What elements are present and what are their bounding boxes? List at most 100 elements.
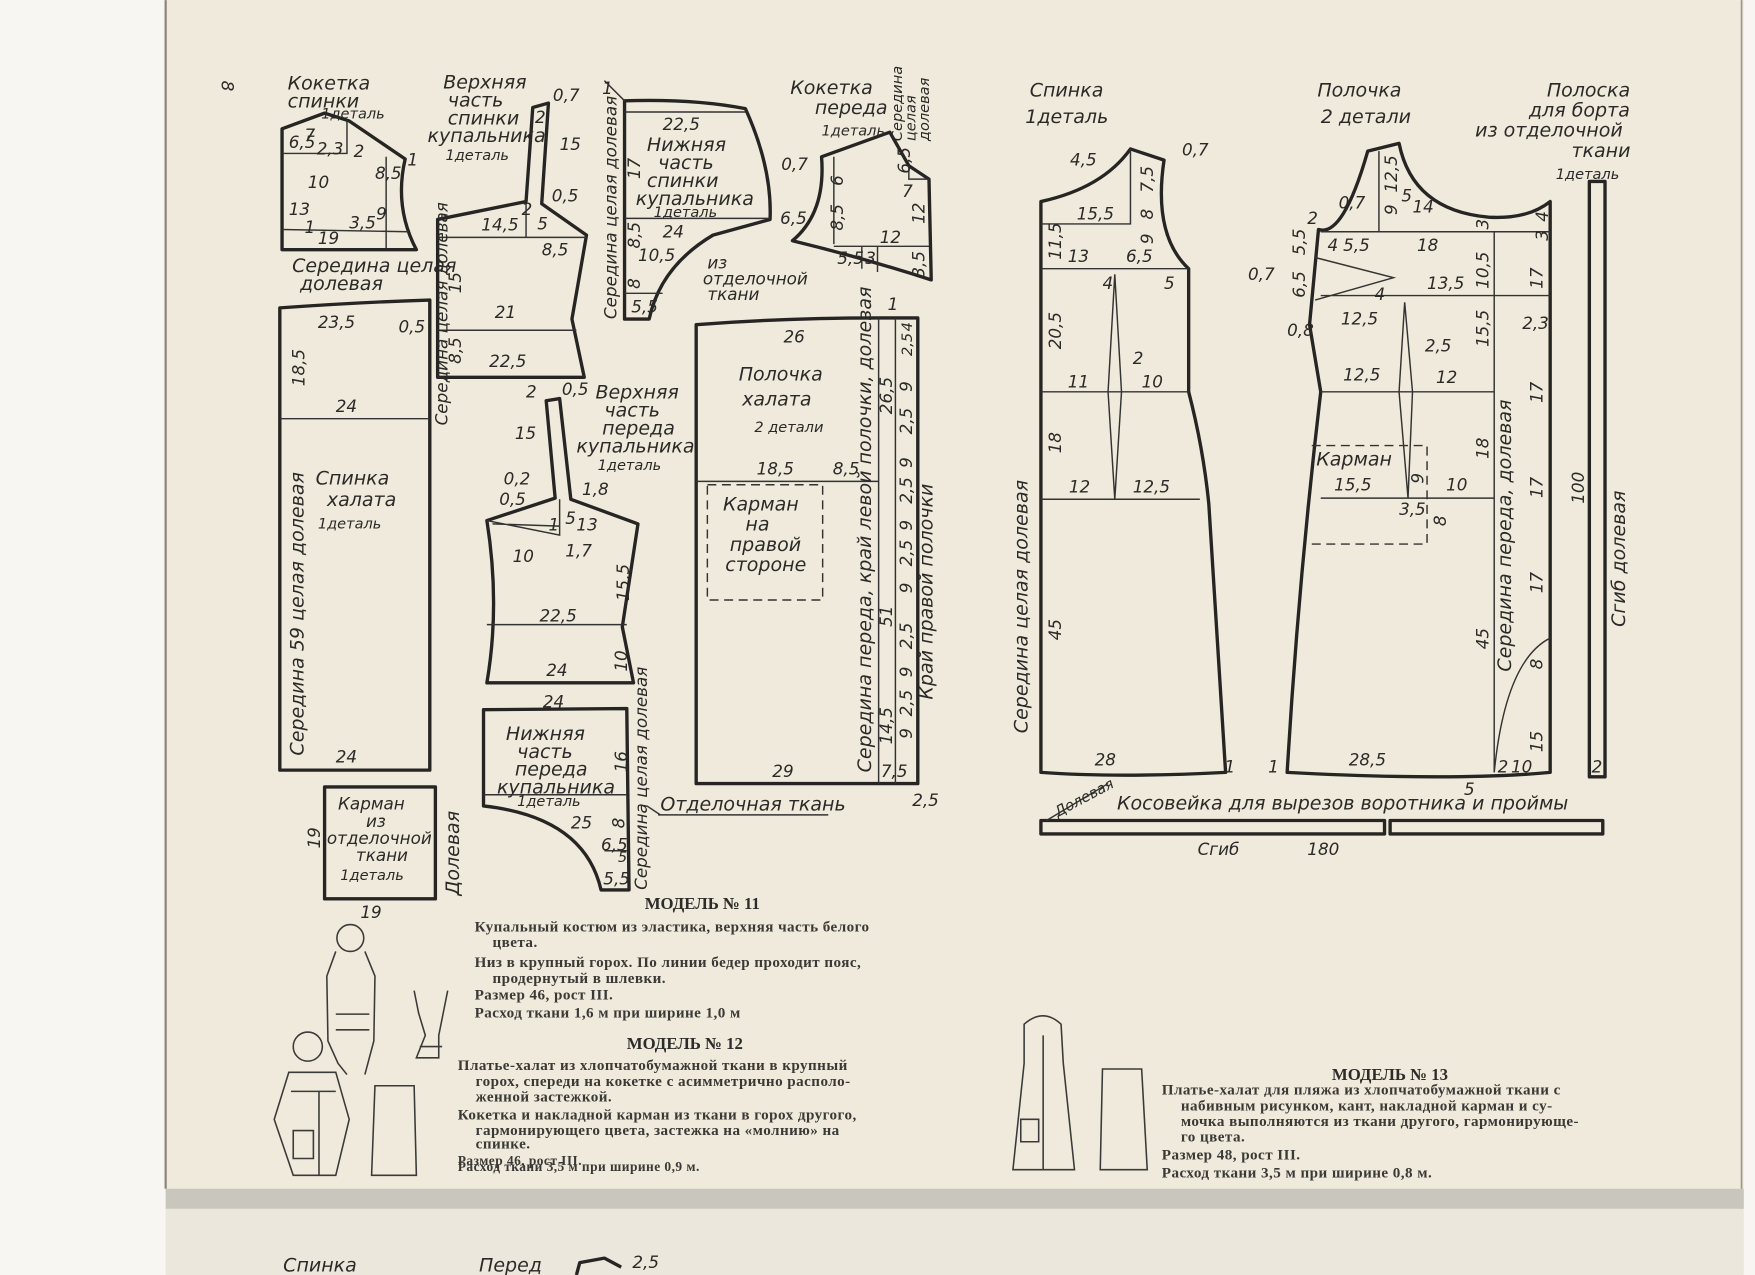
pattern-label: 5,5 — [631, 296, 658, 316]
pattern-label: Спинка — [1030, 79, 1104, 101]
pattern-label: 2 — [526, 381, 537, 401]
page-number: 8 — [218, 81, 238, 92]
pattern-label: из — [707, 253, 727, 273]
pattern-label: ткани — [1571, 140, 1630, 162]
pattern-label: правой — [730, 534, 801, 556]
pattern-label: 24 — [663, 221, 684, 241]
next-page — [165, 1208, 1744, 1275]
pattern-label: 2 детали — [754, 419, 823, 436]
pattern-label: Карман — [723, 493, 799, 515]
pattern-label: Середина целая — [292, 255, 456, 277]
pattern-label: 5 — [1464, 779, 1475, 799]
pattern-label: 1 — [602, 78, 613, 98]
pattern-label: 14,5 — [481, 215, 518, 235]
pattern-label: цвета. — [492, 935, 537, 951]
pattern-label: 0,7 — [1339, 192, 1366, 212]
pattern-label: 13 — [576, 515, 597, 535]
pattern-label: 2 — [1498, 756, 1509, 776]
pattern-label: 1деталь — [321, 106, 385, 123]
pattern-label: Верхняя — [443, 72, 526, 94]
pattern-label: Отделочная ткань — [660, 793, 845, 815]
pattern-label: 12,5 — [1341, 309, 1378, 329]
pattern-label: 7 — [902, 181, 913, 201]
pattern-label: ткани — [707, 284, 759, 304]
pattern-robe-front: 1 26 Полочка халата 2 детали 18,5 8,5 Ка… — [694, 287, 939, 810]
pattern-label: 1деталь — [654, 204, 718, 221]
pattern-label: Спинка — [316, 468, 390, 490]
pattern-label: 2,5 — [896, 690, 916, 717]
pattern-label: халата — [741, 388, 811, 410]
pattern-label: 11 — [1068, 371, 1089, 391]
pattern-label: Середина целая долевая — [631, 667, 651, 890]
pattern-label: 5 — [1164, 273, 1175, 293]
pattern-label: Кокетка и накладной карман из ткани в го… — [458, 1107, 857, 1123]
pattern-label: 1 — [1224, 756, 1235, 776]
pattern-label: 100 — [1568, 472, 1588, 504]
pattern-label: Середина переда, долевая — [1494, 400, 1516, 672]
pattern-label: 8,5 — [827, 204, 847, 231]
pattern-label: 15 — [445, 272, 465, 293]
pattern-label: 1 — [304, 217, 315, 237]
pattern-label: 9 — [896, 520, 916, 531]
pattern-label: 1 — [407, 150, 418, 170]
pattern-label: халата — [326, 489, 396, 511]
pattern-label: 19 — [360, 902, 381, 922]
pattern-label: горох, спереди на кокетке с асимметрично… — [476, 1074, 851, 1090]
pattern-label: 26 — [783, 327, 804, 347]
pattern-label: 22,5 — [489, 351, 526, 371]
pattern-pocket: Карман из отделочной ткани 1деталь 19 19… — [304, 785, 464, 922]
pattern-strip: Полоска для борта из отделочной ткани 1д… — [1475, 79, 1630, 779]
pattern-label: 26,5 — [876, 377, 896, 414]
pattern-label: 10 — [1446, 474, 1467, 494]
pattern-yoke-back: Кокетка спинки 1деталь Середина целая до… — [280, 73, 456, 295]
pattern-label: спинки — [448, 107, 520, 129]
pattern-label: 0,7 — [553, 85, 580, 105]
model-12-heading: МОДЕЛЬ № 12 — [627, 1034, 743, 1053]
pattern-outline — [1311, 444, 1428, 545]
pattern-label: Сгиб долевая — [1608, 491, 1630, 627]
pattern-label: Расход ткани 3,5 м при ширине 0,9 м. — [458, 1159, 700, 1174]
pattern-label: 9 — [896, 381, 916, 392]
pattern-label: 10 — [1142, 371, 1163, 391]
pattern-label: Спинка — [283, 1255, 357, 1275]
pattern-label: 1,7 — [565, 540, 592, 560]
pattern-label: целая — [903, 95, 920, 141]
pattern-label: 10 — [513, 546, 534, 566]
pattern-label: 12,5 — [1133, 477, 1170, 497]
pattern-label: 10,5 — [638, 245, 675, 265]
pattern-label: 2 детали — [1321, 106, 1411, 128]
pattern-label: 7,5 — [1137, 166, 1157, 193]
pattern-label: 8 — [1526, 659, 1546, 670]
pattern-label: 22,5 — [663, 114, 700, 134]
pattern-label: 1деталь — [340, 867, 404, 884]
pattern-outline — [696, 317, 897, 784]
pattern-label: купальника — [636, 188, 754, 210]
pattern-label: 17 — [624, 157, 644, 179]
pattern-outline — [1012, 1015, 1149, 1171]
pattern-label: купальника — [576, 435, 694, 457]
pattern-outline — [790, 130, 933, 282]
pattern-label: 15,5 — [1473, 310, 1493, 347]
pattern-label: 1деталь — [598, 457, 662, 474]
pattern-outline — [273, 1071, 418, 1177]
pattern-outline — [574, 1256, 622, 1275]
pattern-label: 1деталь — [318, 515, 382, 532]
pattern-label: 8 — [624, 278, 644, 289]
pattern-label: 9 — [1408, 473, 1428, 484]
pattern-label: 10,5 — [1473, 252, 1493, 289]
pattern-label: Размер 46, рост III. — [475, 988, 614, 1004]
pattern-label: мочка выполняются из ткани другого, гарм… — [1181, 1114, 1579, 1130]
pattern-label: 9 — [896, 457, 916, 468]
pattern-label: 18 — [1473, 438, 1493, 459]
pattern-label: 4,5 — [1070, 150, 1097, 170]
pattern-label: 9 — [1381, 204, 1401, 215]
pattern-label: купальника — [428, 125, 546, 147]
pattern-label: 9 — [896, 583, 916, 594]
pattern-label: Сгиб — [1198, 839, 1240, 859]
pattern-label: 2 — [354, 141, 365, 161]
pattern-outline — [481, 706, 631, 892]
pattern-outline — [437, 203, 587, 331]
pattern-label: 6 — [827, 175, 847, 186]
model-13-description: МОДЕЛЬ № 13 Платье-халат для пляжа из хл… — [1162, 1065, 1579, 1181]
pattern-label: 1 — [888, 294, 899, 314]
